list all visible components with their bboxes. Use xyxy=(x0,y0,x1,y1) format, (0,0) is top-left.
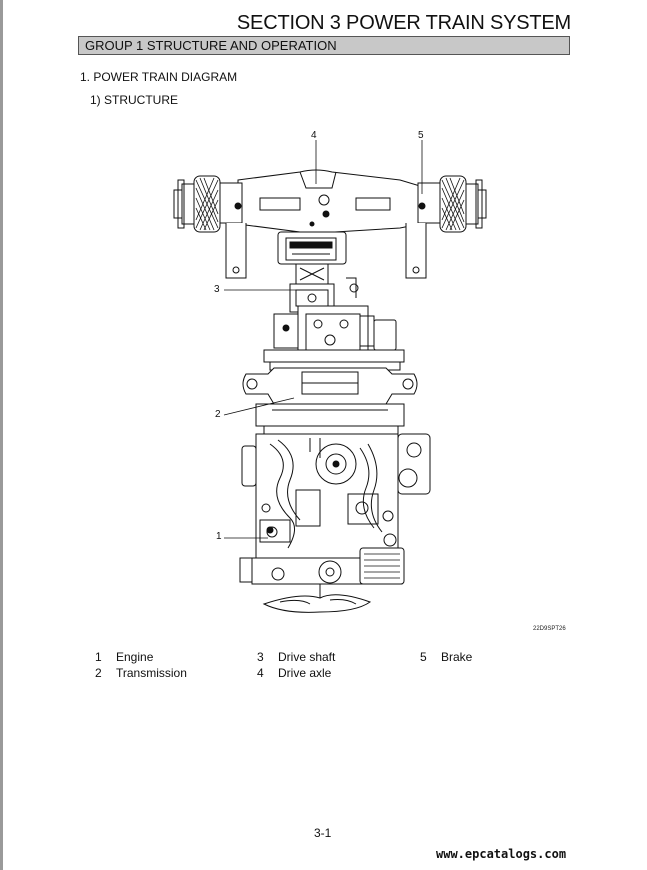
subsection-heading: 1) STRUCTURE xyxy=(90,93,179,107)
callout-5: 5 xyxy=(418,130,424,141)
legend-label: Engine xyxy=(116,650,154,664)
power-train-diagram xyxy=(160,128,580,628)
section-heading: 1. POWER TRAIN DIAGRAM xyxy=(80,70,238,84)
power-train-drawing xyxy=(173,140,487,613)
legend-number: 5 xyxy=(420,650,427,664)
leader-2 xyxy=(223,397,295,416)
legend-number: 4 xyxy=(257,666,264,680)
legend-number: 2 xyxy=(95,666,102,680)
section-title: SECTION 3 POWER TRAIN SYSTEM xyxy=(236,12,571,34)
callout-3: 3 xyxy=(214,284,220,295)
callout-4: 4 xyxy=(311,130,317,141)
callout-2: 2 xyxy=(215,409,221,420)
page-number: 3-1 xyxy=(314,826,332,840)
legend-number: 1 xyxy=(95,650,102,664)
transmission-housing xyxy=(242,367,418,405)
watermark-url: www.epcatalogs.com xyxy=(436,847,567,861)
cooling-fan xyxy=(262,594,372,613)
callout-1: 1 xyxy=(216,531,222,542)
legend-label: Drive shaft xyxy=(278,650,336,664)
group-title-bar: GROUP 1 STRUCTURE AND OPERATION xyxy=(78,36,570,55)
page-edge-rule xyxy=(0,0,3,870)
legend-label: Drive axle xyxy=(278,666,332,680)
legend-label: Transmission xyxy=(116,666,187,680)
legend-label: Brake xyxy=(441,650,473,664)
legend-number: 3 xyxy=(257,650,264,664)
figure-code: 22D9SPT26 xyxy=(533,626,566,632)
